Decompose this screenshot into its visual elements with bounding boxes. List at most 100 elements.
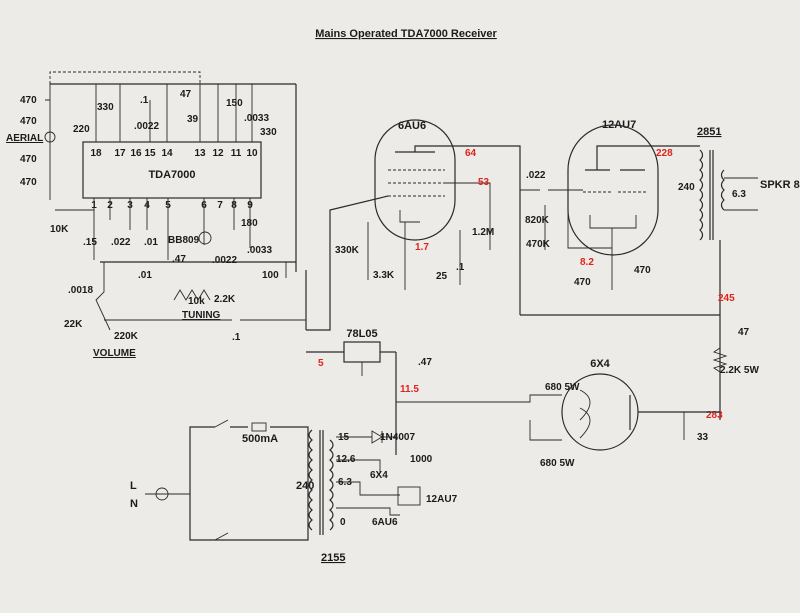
pin-13: 13 — [194, 148, 206, 159]
aerial-label: AERIAL — [6, 133, 43, 144]
cap-220: 220 — [73, 124, 90, 135]
cap-047: .47 — [172, 254, 186, 265]
cap-25: 25 — [436, 271, 448, 282]
cap-15: .15 — [83, 237, 97, 248]
res-330k: 330K — [335, 245, 360, 256]
pin-17: 17 — [114, 148, 126, 159]
tap-15: 15 — [338, 432, 350, 443]
res-680-b: 680 5W — [540, 458, 575, 469]
pin-10: 10 — [246, 148, 258, 159]
cap-470-d: 470 — [20, 177, 37, 188]
tuning-label: TUNING — [182, 310, 221, 321]
cap-01-e: .1 — [456, 262, 465, 273]
varicap-symbol — [198, 231, 212, 245]
cap-0033-b: .0033 — [247, 245, 272, 256]
rectifier-internals — [579, 389, 631, 439]
pin-18: 18 — [90, 148, 102, 159]
cap-0022-a: .0022 — [134, 121, 159, 132]
voltage-5: 5 — [318, 358, 324, 369]
regulator-78l05 — [343, 341, 381, 363]
volume-label: VOLUME — [93, 348, 136, 359]
heater-6x4-label: 6X4 — [370, 470, 388, 481]
cap-470-c: 470 — [20, 154, 37, 165]
heater-12au7-label: 12AU7 — [426, 494, 458, 505]
pin-14: 14 — [161, 148, 173, 159]
chip-wiring — [45, 71, 297, 331]
power-switch-upper — [214, 419, 229, 428]
chip-bottom-pins: 1 2 3 4 6 5 7 8 9 — [91, 200, 253, 211]
voltage-53: 53 — [478, 177, 490, 188]
cap-100: 100 — [262, 270, 279, 281]
cap-0033-a: .0033 — [244, 113, 269, 124]
pot-220k: 220K — [114, 331, 139, 342]
cap-330: 330 — [97, 102, 114, 113]
cap-047-b: .47 — [418, 357, 432, 368]
pentode-6au6-tube — [374, 119, 456, 241]
pin-7: 7 — [217, 200, 223, 211]
output-transformer-label: 2851 — [697, 126, 721, 138]
output-transformer-secondary — [720, 169, 725, 211]
speaker-label: SPKR 8R — [760, 179, 800, 191]
cap-022-a: .022 — [111, 237, 131, 248]
cap-33: 33 — [697, 432, 709, 443]
cap-1000: 1000 — [410, 454, 433, 465]
res-2-2k-5w: 2.2K 5W — [720, 365, 759, 376]
voltage-245: 245 — [718, 293, 735, 304]
cap-01-d: .1 — [232, 332, 241, 343]
voltage-11-5: 11.5 — [400, 384, 419, 395]
voltage-64: 64 — [465, 148, 477, 159]
res-470k: 470K — [526, 239, 551, 250]
chip-top-pins: 18 17 16 15 14 13 12 11 10 — [90, 148, 258, 159]
res-2-2k-tuning: 2.2K — [214, 294, 236, 305]
schematic-title: Mains Operated TDA7000 Receiver — [315, 28, 497, 40]
tda7000-chip — [82, 141, 262, 199]
res-680-a: 680 5W — [545, 382, 580, 393]
cap-470-b: 470 — [20, 116, 37, 127]
voltage-8-2: 8.2 — [580, 257, 594, 268]
varicap-label: BB809 — [168, 235, 200, 246]
cap-01-c: .01 — [138, 270, 152, 281]
rectifier-label: 6X4 — [590, 358, 610, 370]
res-10k: 10K — [50, 224, 69, 235]
heater-12au7 — [397, 486, 421, 506]
mains-transformer-label: 2155 — [321, 552, 345, 564]
pin-15: 15 — [144, 148, 156, 159]
mains-secondary-winding — [329, 439, 334, 531]
res-470-a: 470 — [574, 277, 591, 288]
mains-l-label: L — [130, 480, 137, 492]
out-primary-voltage: 240 — [678, 182, 695, 193]
tap-6-3: 6.3 — [338, 477, 352, 488]
pentode-label: 6AU6 — [398, 120, 426, 132]
cap-022-b: .022 — [526, 170, 546, 181]
mains-n-label: N — [130, 498, 138, 510]
triode-internals — [583, 169, 648, 229]
tap-0: 0 — [340, 517, 346, 528]
cap-180: 180 — [241, 218, 258, 229]
fuse-symbol — [251, 422, 267, 432]
cap-150: 150 — [226, 98, 243, 109]
triode-12au7-tube — [567, 124, 659, 256]
fuse-label: 500mA — [242, 433, 278, 445]
power-switch-lower — [214, 532, 229, 541]
voltage-1-7: 1.7 — [415, 242, 429, 253]
res-3-3k: 3.3K — [373, 270, 395, 281]
chip-label: TDA7000 — [148, 169, 195, 181]
output-transformer-primary — [699, 149, 704, 241]
cap-0022-b: .0022 — [212, 255, 237, 266]
tuning-pot — [173, 289, 211, 301]
res-1-2m: 1.2M — [472, 227, 494, 238]
res-39: 39 — [187, 114, 199, 125]
diode-label: 1N4007 — [380, 432, 415, 443]
regulator-label: 78L05 — [346, 328, 377, 340]
cap-01-a: .1 — [140, 95, 149, 106]
pin-11: 11 — [231, 148, 242, 159]
res-820k: 820K — [525, 215, 550, 226]
heater-6au6-label: 6AU6 — [372, 517, 398, 528]
voltage-228: 228 — [656, 148, 673, 159]
res-10k-b: 10k — [188, 296, 205, 307]
cap-47-a: 47 — [180, 89, 192, 100]
pin-12: 12 — [212, 148, 224, 159]
aerial-socket — [44, 131, 56, 143]
